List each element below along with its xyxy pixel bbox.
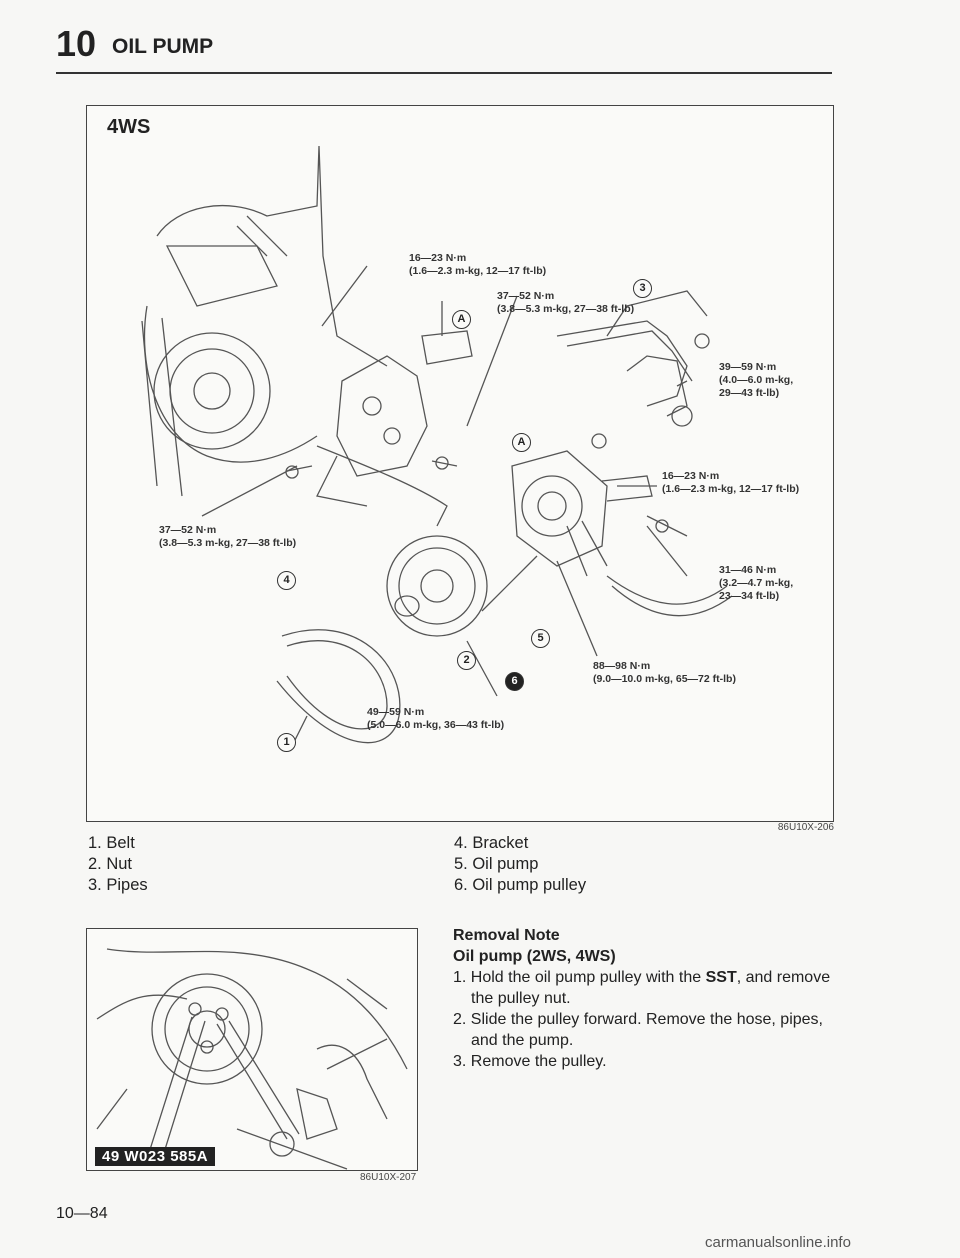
legend-item: 4. Bracket: [454, 834, 529, 852]
callout-3: 3: [633, 279, 652, 298]
callout-1: 1: [277, 733, 296, 752]
note-subheading: Oil pump (2WS, 4WS): [453, 948, 616, 965]
callout-5: 5: [531, 629, 550, 648]
sst-pulley-diagram: 49 W023 585A: [86, 928, 418, 1171]
header-rule: [56, 72, 832, 74]
legend-item: 1. Belt: [88, 834, 135, 852]
legend-item: 5. Oil pump: [454, 855, 539, 873]
torque-label: 16—23 N·m(1.6—2.3 m-kg, 12—17 ft-lb): [662, 470, 800, 495]
note-heading: Removal Note: [453, 927, 560, 944]
section-title: OIL PUMP: [112, 35, 214, 58]
sst-part-number-tag: 49 W023 585A: [95, 1147, 216, 1166]
torque-label: 31—46 N·m(3.2—4.7 m-kg,23—34 ft-lb): [719, 564, 794, 602]
step-1: 1. Hold the oil pump pulley with the SST…: [453, 969, 831, 1007]
legend-item: 6. Oil pump pulley: [454, 876, 587, 894]
torque-label: 49—59 N·m(5.0—6.0 m-kg, 36—43 ft-lb): [367, 706, 505, 731]
oil-pump-diagram: 4WS 16—23 N·m(1.6—2.3 m-kg, 12—17 ft-lb)…: [86, 105, 834, 822]
legend-item: 3. Pipes: [88, 876, 148, 894]
removal-steps: 1. Hold the oil pump pulley with the SST…: [453, 967, 838, 1072]
figure-code: 86U10X-207: [360, 1172, 417, 1183]
section-number: 10: [56, 23, 97, 64]
step-2: 2. Slide the pulley forward. Remove the …: [453, 1011, 823, 1049]
torque-label: 88—98 N·m(9.0—10.0 m-kg, 65—72 ft-lb): [593, 660, 736, 685]
oil-pump-exploded-drawing: [141, 145, 733, 747]
callout-2: 2: [457, 651, 476, 670]
figure-code: 86U10X-206: [777, 822, 834, 833]
parts-legend-right: 4. Bracket 5. Oil pump 6. Oil pump pulle…: [454, 833, 586, 896]
watermark: carmanualsonline.info: [705, 1234, 851, 1251]
callout-6: 6: [505, 672, 524, 691]
page-number: 10—84: [56, 1205, 108, 1222]
torque-label: 37—52 N·m(3.8—5.3 m-kg, 27—38 ft-lb): [497, 290, 635, 315]
removal-note: Removal Note Oil pump (2WS, 4WS) 1. Hold…: [453, 925, 838, 1072]
torque-label: 37—52 N·m(3.8—5.3 m-kg, 27—38 ft-lb): [159, 524, 297, 549]
figure-label: 4WS: [107, 116, 151, 138]
callout-a-lower: A: [512, 433, 531, 452]
legend-item: 2. Nut: [88, 855, 133, 873]
callout-4: 4: [277, 571, 296, 590]
step-3: 3. Remove the pulley.: [453, 1053, 607, 1070]
torque-label: 16—23 N·m(1.6—2.3 m-kg, 12—17 ft-lb): [409, 252, 547, 277]
sst-holding-pulley-drawing: [96, 948, 408, 1170]
torque-label: 39—59 N·m(4.0—6.0 m-kg,29—43 ft-lb): [719, 361, 794, 399]
parts-legend-left: 1. Belt 2. Nut 3. Pipes: [88, 833, 148, 896]
callout-a-upper: A: [452, 310, 471, 329]
